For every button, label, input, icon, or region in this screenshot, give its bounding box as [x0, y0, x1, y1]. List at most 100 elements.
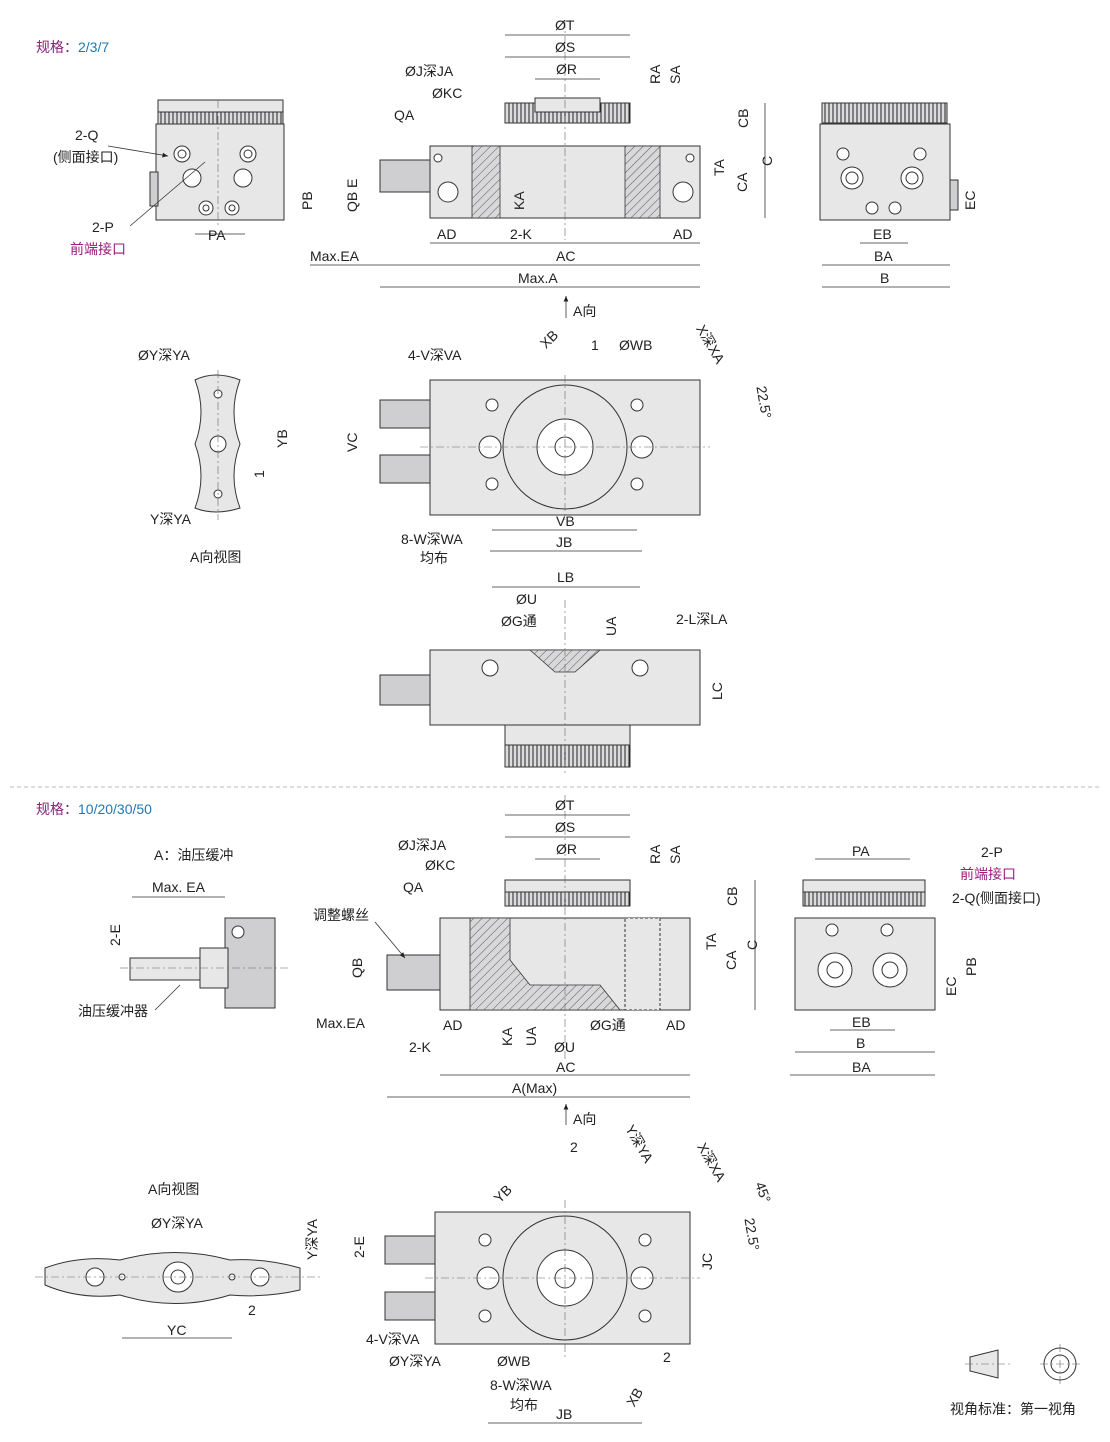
spec-2: 规格：10/20/30/50	[36, 801, 152, 817]
s1-front-ta: TA	[711, 158, 727, 176]
s2-front-sa: SA	[667, 845, 683, 864]
s1-left-view	[149, 99, 285, 226]
s1-front-e: E	[344, 179, 360, 188]
s1-top-jb: JB	[556, 534, 572, 550]
s2-front-max-ea: Max.EA	[316, 1015, 366, 1031]
s1-a-y-top: ØY深YA	[138, 347, 191, 363]
s2-front-qb: QB	[349, 958, 365, 978]
s1-front-ka: KA	[511, 191, 527, 210]
s1-bottom-u: ØU	[516, 591, 537, 607]
s2-right-q: 2-Q(侧面接口)	[952, 890, 1041, 906]
s2-top-jb: JB	[556, 1406, 572, 1422]
s1-front-cb: CB	[735, 109, 751, 128]
s2-top-xb: XB	[623, 1385, 646, 1409]
s1-front-j: ØJ深JA	[405, 63, 454, 79]
s1-left-pb: PB	[299, 191, 315, 210]
s1-right-eb: EB	[873, 226, 892, 242]
s2-top-wb: ØWB	[497, 1353, 530, 1369]
buffer-title-text: ：油压缓冲	[163, 847, 233, 863]
s2-a-yc: YC	[167, 1322, 186, 1338]
s1-front-view	[379, 20, 701, 240]
s2-front-ad-right: AD	[666, 1017, 685, 1033]
s2-front-ua: UA	[523, 1026, 539, 1046]
s1-front-qa: QA	[394, 107, 415, 123]
projection-symbol	[965, 1344, 1080, 1384]
s1-front-ad-left: AD	[437, 226, 456, 242]
s2-top-angle22: 22.5°	[741, 1217, 762, 1252]
s2-top-two-b: 2	[663, 1349, 671, 1365]
s2-front-r: ØR	[556, 841, 577, 857]
s1-left-p: 2-P	[92, 219, 114, 235]
s2-top-e: 2-E	[351, 1236, 367, 1258]
s2-top-view	[384, 1200, 700, 1360]
s1-bottom-lc: LC	[709, 682, 725, 700]
s1-a-one: 1	[251, 470, 267, 478]
s2-right-ec: EC	[943, 977, 959, 996]
buffer-title-a: A	[154, 847, 164, 863]
s1-top-angle: 22.5°	[753, 385, 774, 420]
s1-top-view	[379, 375, 710, 520]
s1-top-wb: ØWB	[619, 337, 652, 353]
spec-1: 规格：2/3/7	[36, 39, 109, 55]
s1-front-s: ØS	[555, 39, 575, 55]
s1-front-max-a: Max.A	[518, 270, 558, 286]
s2-front-s: ØS	[555, 819, 575, 835]
s2-right-p: 2-P	[981, 844, 1003, 860]
spec-2-label: 规格：	[36, 801, 78, 817]
s2-top-w-note: 均布	[510, 1397, 538, 1413]
s1-right-ba: BA	[874, 248, 893, 264]
s1-bottom-view	[379, 600, 701, 775]
s2-front-j: ØJ深JA	[398, 837, 447, 853]
s1-bottom-g: ØG通	[501, 613, 537, 629]
s1-bottom-l: 2-L深LA	[676, 611, 728, 627]
s2-top-two-a: 2	[570, 1139, 578, 1155]
s2-buffer-max-ea: Max. EA	[152, 879, 206, 895]
s1-right-b: B	[880, 270, 889, 286]
s2-front-ad-left: AD	[443, 1017, 462, 1033]
s2-buffer-absorber: 油压缓冲器	[78, 1003, 148, 1019]
s2-a-two: 2	[248, 1302, 256, 1318]
s1-top-xb: XB	[537, 327, 562, 352]
s2-a-view	[35, 1252, 320, 1304]
s2-front-screw: 调整螺丝	[313, 907, 369, 923]
buffer-title: A：油压缓冲	[154, 847, 233, 863]
s1-front-t: ØT	[555, 17, 575, 33]
s1-arrow-a: A向	[573, 303, 596, 319]
s1-front-r: ØR	[556, 61, 577, 77]
s2-top-yy: ØY深YA	[389, 1353, 442, 1369]
s1-front-ra: RA	[647, 64, 663, 84]
s2-right-pb: PB	[963, 957, 979, 976]
s1-a-yb: YB	[274, 429, 290, 448]
s2-a-ya: Y深YA	[304, 1218, 320, 1260]
s1-top-one: 1	[591, 337, 599, 353]
s2-front-cb: CB	[724, 887, 740, 906]
s2-top-x: X深XA	[694, 1140, 729, 1185]
s2-top-y: Y深YA	[622, 1122, 657, 1166]
s1-right-ec: EC	[962, 191, 978, 210]
s1-front-kc: ØKC	[432, 85, 462, 101]
s1-front-ad-right: AD	[673, 226, 692, 242]
s2-front-view	[386, 795, 691, 1060]
s1-top-vb: VB	[556, 513, 575, 529]
s1-top-w: 8-W深WA	[401, 531, 463, 547]
s1-left-q-note: (侧面接口)	[53, 149, 118, 165]
s2-right-view	[794, 879, 936, 1011]
s1-top-v: 4-V深VA	[408, 347, 462, 363]
s1-top-vc: VC	[344, 433, 360, 452]
s1-left-pa: PA	[208, 227, 226, 243]
s1-a-title: A向视图	[190, 549, 241, 565]
s1-left-q: 2-Q	[75, 127, 98, 143]
s2-right-ba: BA	[852, 1059, 871, 1075]
spec-1-value: 2/3/7	[78, 39, 109, 55]
s1-bottom-ua: UA	[603, 616, 619, 636]
s2-front-qa: QA	[403, 879, 424, 895]
s2-front-t: ØT	[555, 797, 575, 813]
s2-front-ac: AC	[556, 1059, 575, 1075]
s1-top-x: X深XA	[693, 322, 728, 367]
s2-top-yb: YB	[490, 1181, 515, 1206]
s2-front-ta: TA	[703, 932, 719, 950]
s2-front-ra: RA	[647, 844, 663, 864]
s2-top-w: 8-W深WA	[490, 1377, 552, 1393]
s2-top-v: 4-V深VA	[366, 1331, 420, 1347]
